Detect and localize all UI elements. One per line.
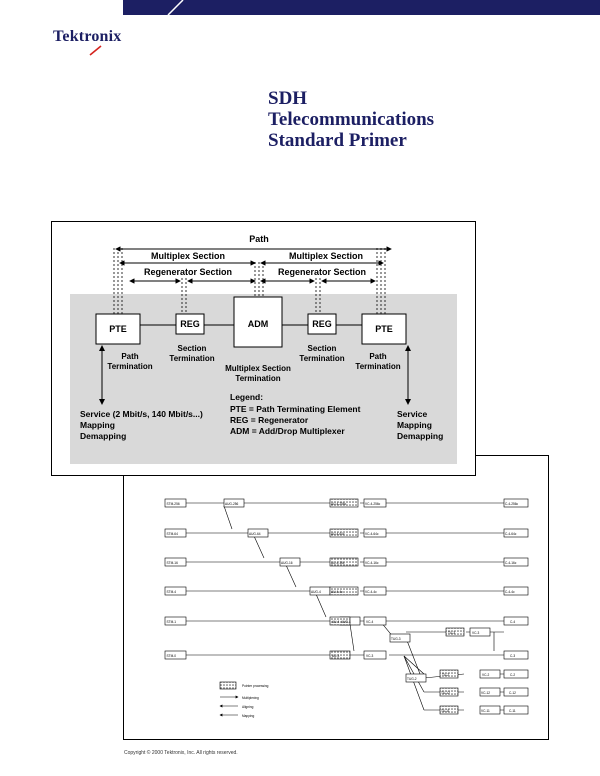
au-label: AU-4-64c [331,532,345,536]
legend-align: Aligning [242,705,254,709]
ms-termination-l2: Termination [235,374,280,383]
adm-box [233,296,283,348]
c-label: C-4-4c [505,590,515,594]
multiplex-section-left-label: Multiplex Section [151,251,225,261]
c-label: C-4-64c [505,532,517,536]
stm-label: STM-1 [167,620,177,624]
vc-label: VC-4-16c [365,561,379,565]
service-right-l1: Service [397,409,428,419]
legend-adm: ADM = Add/Drop Multiplexer [230,426,345,436]
multiplexing-structure-panel: STM-256 STM-64 STM-16 STM-4 STM-1 STM-0 … [123,455,549,740]
au-label: AU-4 [332,620,339,624]
reg-right-box [307,313,337,335]
title-line-3: Standard Primer [268,130,407,151]
regenerator-section-left-label: Regenerator Section [144,267,232,277]
vc12-label: VC-12 [481,691,490,695]
vc-label: VC-3 [366,654,373,658]
stm-label: STM-4 [167,590,177,594]
reg-left-label: REG [180,319,200,329]
copyright-notice: Copyright © 2000 Tektronix, Inc. All rig… [124,750,238,756]
au-label: AU-3 [332,654,339,658]
legend-pointer: Pointer processing [242,684,269,688]
service-right-l3: Demapping [397,431,443,441]
section-termination-right-l1: Section [308,344,337,353]
path-termination-left-l2: Termination [107,362,152,371]
aug-label: AUG-256 [225,502,239,506]
vc-label: VC-4-256c [365,502,381,506]
aug-label: AUG-1 [341,620,351,624]
stm-label: STM-64 [167,532,179,536]
service-right-l2: Mapping [397,420,432,430]
legend-map: Mapping [242,714,254,718]
service-left-l2: Mapping [80,420,115,430]
legend-pte: PTE = Path Terminating Element [230,404,361,414]
stm-label: STM-256 [167,502,180,506]
vc3b-label: VC-3 [472,631,479,635]
c-label: C-3 [510,654,515,658]
logo-swoosh-icon [89,45,102,56]
tu12-label: TU-12 [441,691,450,695]
path-termination-right-l2: Termination [355,362,400,371]
au-label: AU-4-16c [331,561,345,565]
vc2-label: VC-2 [482,673,489,677]
pte-right-box [361,313,407,345]
banner-slash-graphic [167,0,184,15]
tektronix-logo: Tektronix [53,28,153,56]
tu3-label: TU-3 [448,631,455,635]
au-label: AU-4-4c [331,590,343,594]
pte-right-label: PTE [375,324,393,334]
section-termination-right-l2: Termination [299,354,344,363]
pte-left-label: PTE [109,324,127,334]
c-label: C-4-16c [505,561,517,565]
section-termination-left-l2: Termination [169,354,214,363]
document-title: SDH Telecommunications Standard Primer [268,88,434,151]
title-line-2: Telecommunications [268,109,435,130]
vc-label: VC-4 [366,620,373,624]
logo-text: Tektronix [53,28,122,45]
aug-label: AUG-16 [281,561,293,565]
service-left-l1: Service (2 Mbit/s, 140 Mbit/s...) [80,409,203,419]
tu2-label: TU-2 [442,673,449,677]
tug3-label: TUG-3 [391,637,401,641]
tug2-label: TUG-2 [407,677,417,681]
vc11-label: VC-11 [481,709,490,713]
c-label: C-12 [509,691,516,695]
stm-label: STM-16 [167,561,179,565]
c-label: C-4 [510,620,515,624]
aug-label: AUG-64 [249,532,261,536]
au-label: AU-4-256c [331,502,347,506]
aug-label: AUG-4 [311,590,321,594]
sdh-network-elements-diagram: Path Multiplex Section Multiplex Section… [70,234,457,464]
sdh-network-elements-panel: Path Multiplex Section Multiplex Section… [51,221,476,476]
top-banner [123,0,600,15]
legend-reg: REG = Regenerator [230,415,309,425]
multiplexing-structure-diagram: STM-256 STM-64 STM-16 STM-4 STM-1 STM-0 … [164,498,529,718]
legend-title: Legend: [230,392,263,402]
multiplex-section-right-label: Multiplex Section [289,251,363,261]
ms-termination-l1: Multiplex Section [225,364,291,373]
stm-label: STM-0 [167,654,177,658]
path-termination-left-l1: Path [121,352,138,361]
path-label: Path [249,234,269,244]
path-termination-right-l1: Path [369,352,386,361]
regenerator-section-right-label: Regenerator Section [278,267,366,277]
vc-label: VC-4-4c [365,590,377,594]
tu11-label: TU-11 [441,709,450,713]
adm-label: ADM [248,319,269,329]
legend-mux: Multiplexing [242,696,259,700]
c-label: C-11 [509,709,516,713]
c-label: C-2 [510,673,515,677]
title-line-1: SDH [268,88,308,109]
reg-right-label: REG [312,319,332,329]
c-label: C-4-256c [505,502,519,506]
service-left-l3: Demapping [80,431,126,441]
section-termination-left-l1: Section [178,344,207,353]
pte-left-box [95,313,141,345]
vc-label: VC-4-64c [365,532,379,536]
reg-left-box [175,313,205,335]
